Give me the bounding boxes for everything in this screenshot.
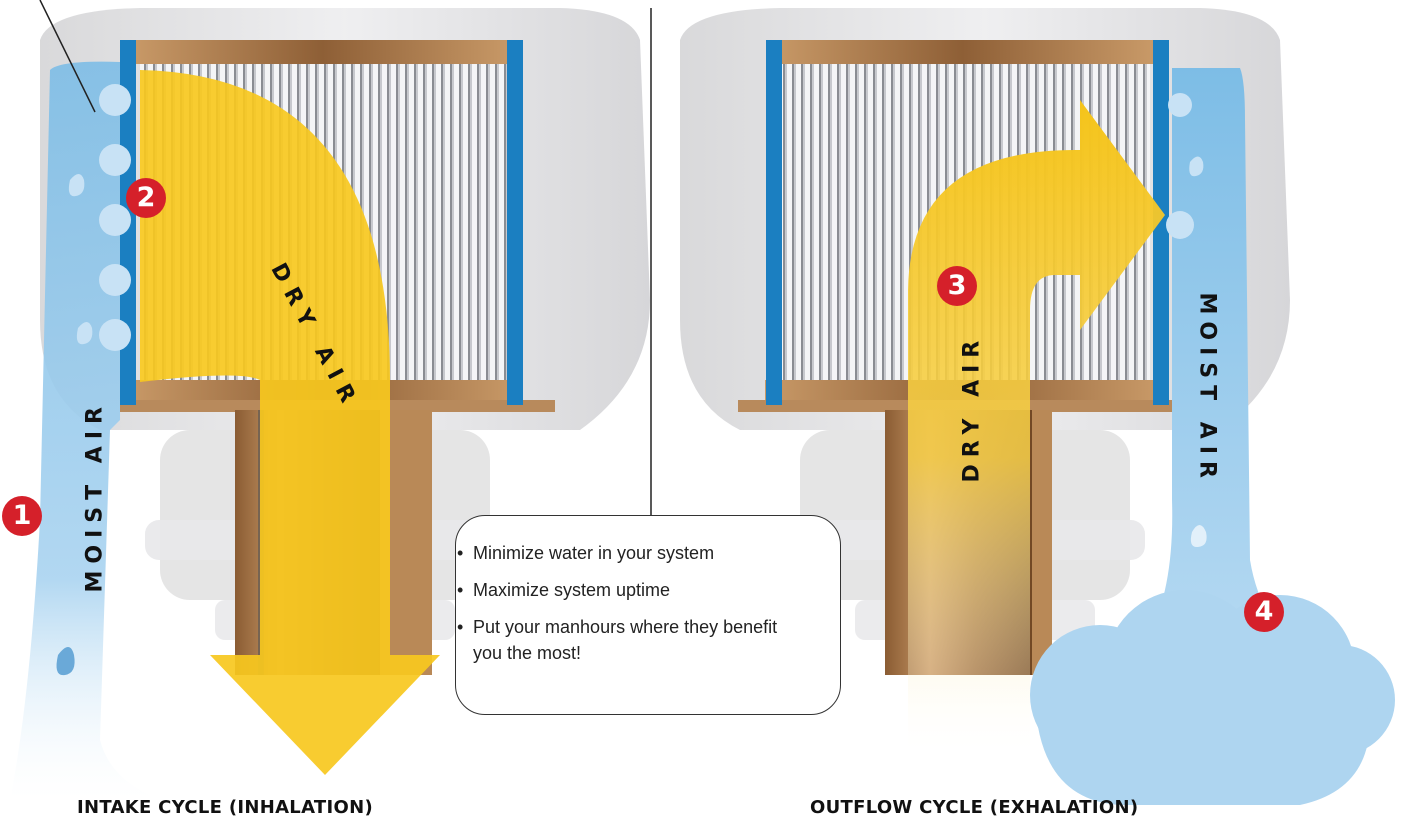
benefits-callout: Minimize water in your system Maximize s… — [455, 515, 841, 715]
left-moist-air-label: MOIST AIR — [83, 433, 108, 593]
step-badge-2: 2 — [126, 178, 166, 218]
step-badge-4: 4 — [1244, 592, 1284, 632]
right-moist-air-label: MOIST AIR — [1195, 293, 1220, 473]
benefit-item: Minimize water in your system — [456, 540, 820, 566]
intake-caption: INTAKE CYCLE (INHALATION) — [77, 797, 373, 818]
outflow-caption: OUTFLOW CYCLE (EXHALATION) — [810, 797, 1138, 818]
step-badge-3: 3 — [937, 266, 977, 306]
benefit-item: Put your manhours where they benefit you… — [456, 614, 820, 666]
right-dry-air-label: DRY AIR — [960, 343, 985, 483]
benefit-item: Maximize system uptime — [456, 577, 820, 603]
step-badge-1: 1 — [2, 496, 42, 536]
